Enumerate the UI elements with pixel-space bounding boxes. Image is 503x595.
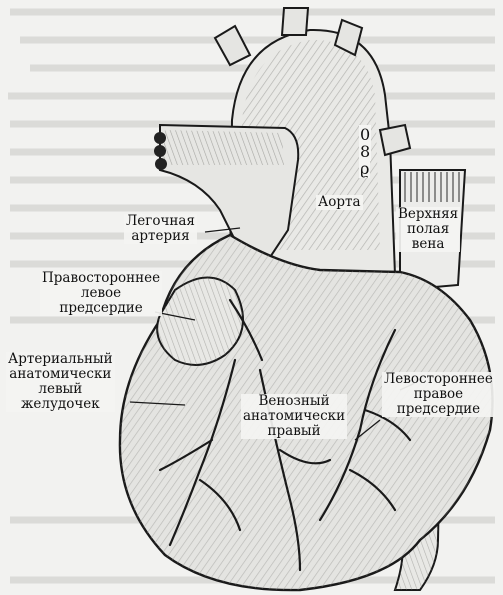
label-arterial-left-ventricle: Артериальный анатомически левый желудоче…	[6, 352, 115, 412]
label-pulmonary-artery: Легочная артерия	[124, 214, 197, 244]
label-aorta: Аорта	[316, 195, 363, 210]
label-venous-right-ventricle: Венозный анатомически правый	[241, 394, 347, 439]
label-right-side-left-atrium: Правостороннее левое предсердие	[40, 271, 162, 316]
label-left-side-right-atrium: Левостороннее правое предсердие	[382, 372, 495, 417]
label-superior-vena-cava: Верхняя полая вена	[396, 207, 460, 252]
pulmonary-branches	[154, 132, 167, 170]
stray-mark-3: ϱ	[359, 159, 370, 178]
